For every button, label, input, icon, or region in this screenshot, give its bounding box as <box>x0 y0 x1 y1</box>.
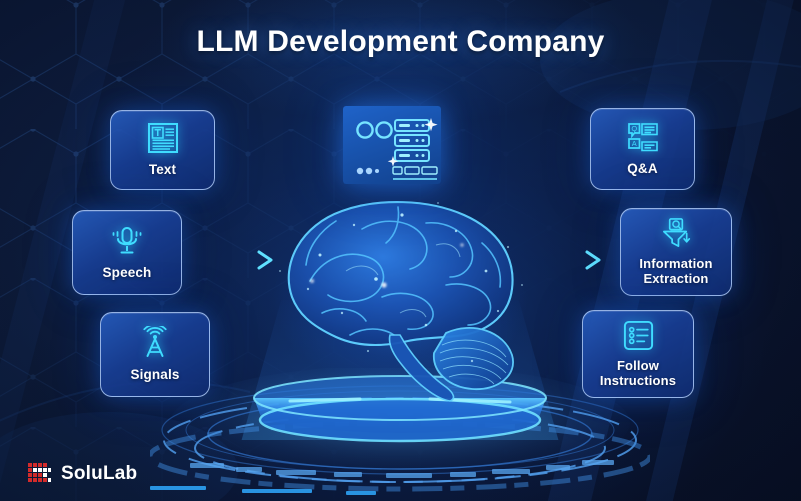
server-panel <box>343 106 441 184</box>
card-label: Information Extraction <box>639 255 713 287</box>
solulab-logo-mark <box>28 462 54 486</box>
card-text[interactable]: Text <box>110 110 215 190</box>
checklist-icon <box>622 319 655 352</box>
brand-name: SoluLab <box>61 463 138 484</box>
svg-text:A: A <box>631 139 636 148</box>
card-qa[interactable]: Q A Q&A <box>590 108 695 190</box>
card-label: Q&A <box>627 161 658 177</box>
card-speech[interactable]: Speech <box>72 210 182 295</box>
card-label-line2: Extraction <box>643 270 709 286</box>
card-label-line1: Follow <box>616 357 660 373</box>
svg-text:Q: Q <box>631 124 637 133</box>
funnel-extract-icon <box>660 217 693 250</box>
card-label: Signals <box>130 366 180 382</box>
microphone-icon <box>110 224 144 258</box>
document-text-icon <box>146 121 180 155</box>
card-information-extraction[interactable]: Information Extraction <box>620 208 732 296</box>
question-answer-icon: Q A <box>626 120 660 154</box>
broadcast-tower-icon <box>138 323 172 360</box>
page-title: LLM Development Company <box>196 25 605 58</box>
card-label-line1: Information <box>639 255 713 271</box>
card-label: Text <box>148 162 177 178</box>
server-stack-icon <box>356 118 438 180</box>
card-follow-instructions[interactable]: Follow Instructions <box>582 310 694 398</box>
card-label: Speech <box>102 264 152 280</box>
card-signals[interactable]: Signals <box>100 312 210 397</box>
brain-icon <box>279 201 523 402</box>
card-label: Follow Instructions <box>599 357 677 389</box>
brand-logo[interactable]: SoluLab <box>28 462 137 486</box>
card-label-line2: Instructions <box>599 372 677 388</box>
